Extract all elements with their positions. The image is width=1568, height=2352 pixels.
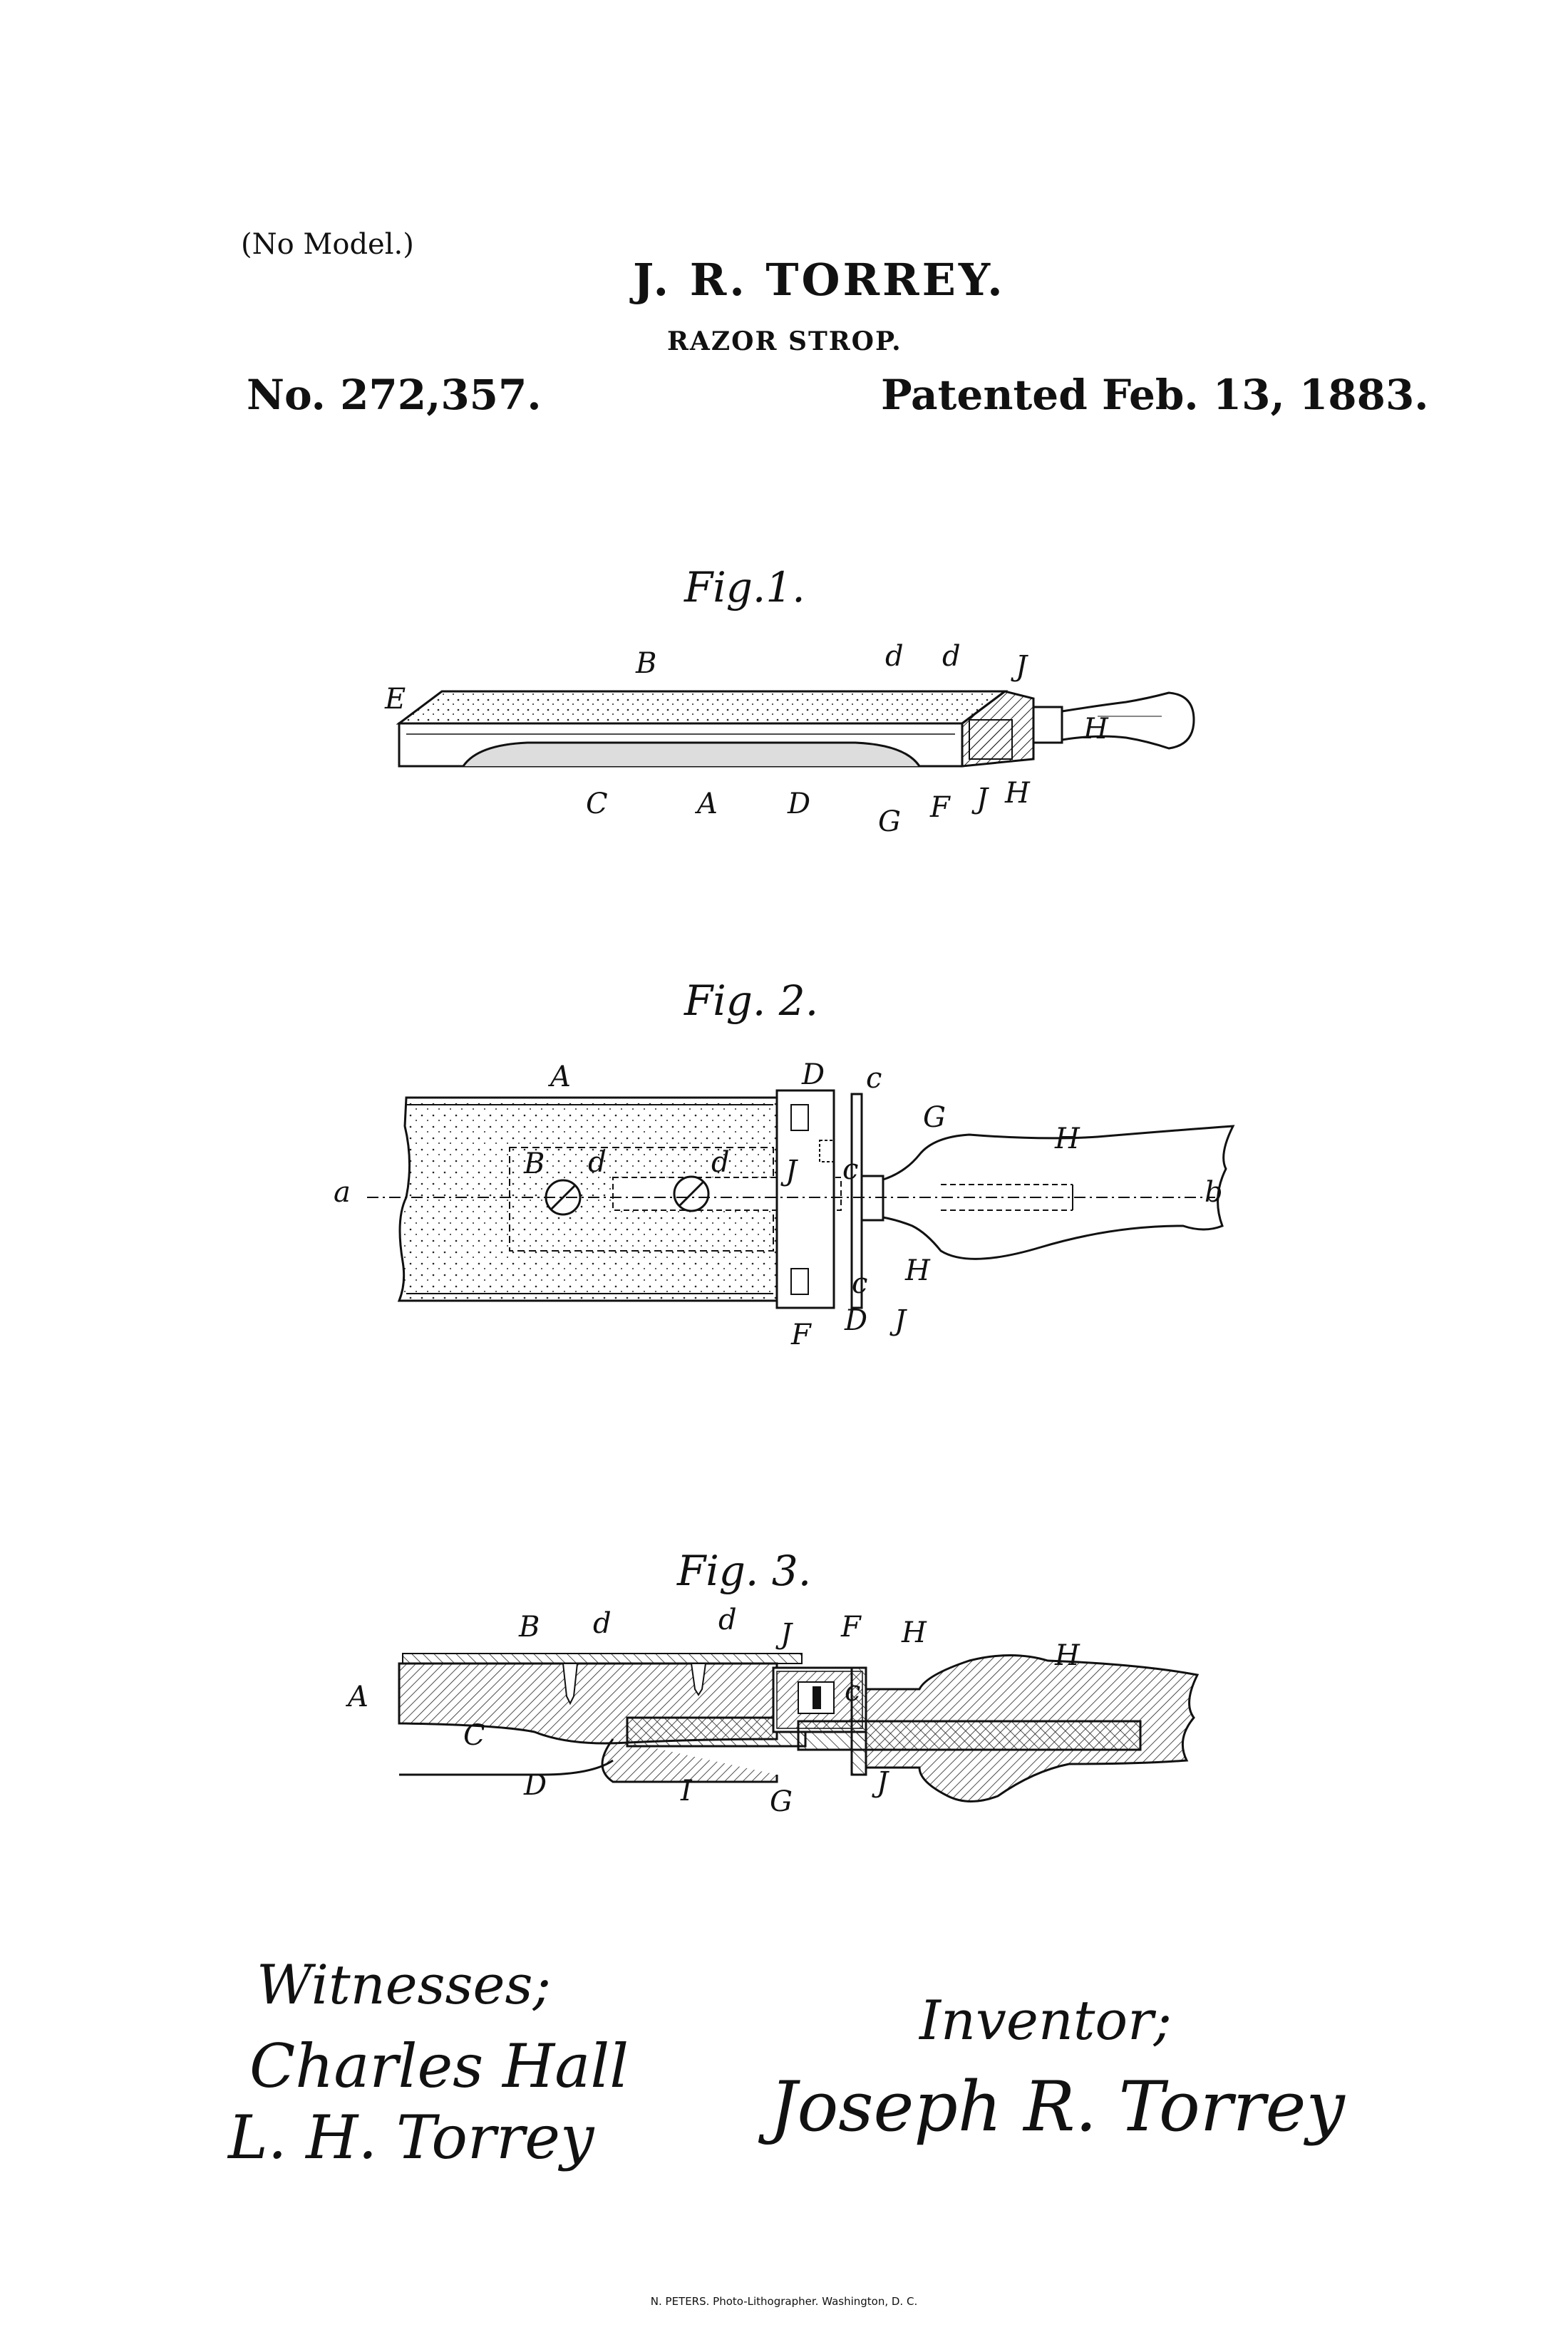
inventor-signature: Joseph R. Torrey xyxy=(770,2067,1345,2147)
fig1-letter-d: D xyxy=(788,788,811,820)
fig3-letter-a: A xyxy=(348,1681,368,1713)
fig1-letter-f: F xyxy=(930,791,950,824)
fig1-letter-a: A xyxy=(697,788,718,820)
fig3-letter-c-upper: C xyxy=(463,1719,485,1752)
figure-3-label: Fig. 3. xyxy=(677,1547,812,1595)
witness-signature-2: L. H. Torrey xyxy=(228,2103,594,2172)
inventor-label: Inventor; xyxy=(919,1989,1172,2052)
no-model-note: (No Model.) xyxy=(241,228,414,261)
fig3-letter-f: F xyxy=(841,1611,861,1644)
fig2-letter-j: J xyxy=(785,1155,798,1187)
fig2-letter-d-low: D xyxy=(845,1304,868,1337)
fig2-letter-a-lower: a xyxy=(334,1176,351,1209)
fig2-letter-b-lower: b xyxy=(1205,1176,1223,1209)
figure-1-label: Fig.1. xyxy=(684,563,805,612)
fig1-letter-e: E xyxy=(385,683,406,716)
witness-signature-1: Charles Hall xyxy=(249,2031,629,2101)
fig1-letter-d2: d xyxy=(942,640,961,673)
fig3-letter-b: B xyxy=(519,1611,540,1644)
patent-number: No. 272,357. xyxy=(247,371,542,419)
fig3-letter-d1: d xyxy=(593,1607,612,1640)
fig2-letter-c-low: c xyxy=(852,1267,868,1300)
fig3-letter-j: J xyxy=(780,1618,793,1651)
inventor-name: J. R. TORREY. xyxy=(633,254,1006,306)
fig3-letter-d2: d xyxy=(718,1604,737,1636)
fig2-letter-f: F xyxy=(791,1319,811,1351)
figure-1-drawing xyxy=(396,690,1195,768)
fig2-letter-h-prime: H xyxy=(905,1254,930,1287)
fig1-letter-b: B xyxy=(636,647,657,680)
fig1-letter-c: C xyxy=(586,788,608,820)
fig2-letter-h: H xyxy=(1055,1123,1080,1155)
fig2-letter-c-top: c xyxy=(866,1062,882,1095)
fig3-letter-i: I xyxy=(681,1775,692,1807)
fig1-letter-g: G xyxy=(878,805,901,838)
fig1-letter-h-prime: H xyxy=(1005,777,1030,810)
fig2-letter-j-low: J xyxy=(894,1304,907,1337)
fig2-letter-d2: d xyxy=(711,1146,730,1179)
fig1-letter-j: J xyxy=(1016,650,1028,683)
figure-2-label: Fig. 2. xyxy=(684,976,819,1025)
fig2-letter-a: A xyxy=(550,1061,571,1093)
fig1-letter-j2: J xyxy=(976,783,989,815)
figure-3-drawing xyxy=(398,1653,1200,1802)
fig3-letter-h: H xyxy=(1055,1639,1080,1672)
fig2-letter-c-mid: c xyxy=(842,1153,859,1186)
fig1-letter-h: H xyxy=(1083,713,1108,746)
fig3-letter-g: G xyxy=(770,1785,793,1818)
fig3-letter-c: c xyxy=(845,1675,861,1708)
fig3-letter-d: D xyxy=(524,1769,547,1802)
fig3-letter-j-low: J xyxy=(877,1766,889,1799)
fig2-letter-b: B xyxy=(524,1147,545,1180)
witnesses-label: Witnesses; xyxy=(257,1953,552,2016)
patent-date: Patented Feb. 13, 1883. xyxy=(881,371,1429,419)
patent-title: RAZOR STROP. xyxy=(667,326,902,356)
fig2-letter-d1: d xyxy=(588,1146,607,1179)
fig2-letter-g: G xyxy=(923,1101,946,1134)
fig2-letter-d-top: D xyxy=(802,1058,825,1091)
figure-2-drawing xyxy=(367,1089,1235,1309)
fig3-letter-h-prime: H xyxy=(902,1616,927,1649)
printer-credit: N. PETERS. Photo-Lithographer. Washingto… xyxy=(650,2295,918,2308)
fig1-letter-d1: d xyxy=(885,640,904,673)
